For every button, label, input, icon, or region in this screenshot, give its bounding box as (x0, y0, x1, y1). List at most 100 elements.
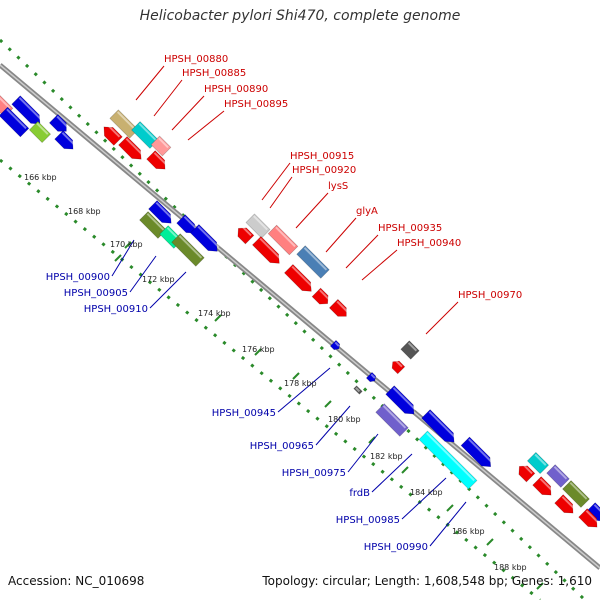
ruler-lines (0, 38, 587, 600)
gene-feature (150, 135, 172, 157)
gene-feature (375, 403, 409, 437)
gene-shine (428, 411, 457, 439)
gene-shape (237, 227, 255, 245)
gene-label-leader (171, 95, 205, 131)
gene-label-text: HPSH_00920 (292, 165, 356, 176)
gene-label: HPSH_00945 (212, 367, 331, 419)
ruler-tick-label: 172 kbp (142, 275, 175, 284)
ruler-tick-label: 170 kbp (110, 240, 143, 249)
gene-label-text: HPSH_00945 (212, 408, 276, 419)
gene-shine (146, 212, 165, 231)
ruler-tick (214, 314, 222, 322)
gene-shape (385, 385, 415, 415)
gene-feature (11, 95, 43, 125)
gene-label-text: HPSH_00890 (204, 84, 268, 95)
gene-label: lysS (295, 181, 348, 229)
gene-feature (148, 200, 174, 224)
gene-shine (183, 216, 198, 230)
gene-label: HPSH_00940 (361, 238, 461, 281)
ruler-tick-label: 176 kbp (242, 345, 275, 354)
gene-shape (131, 121, 159, 149)
gene-shape (421, 409, 455, 443)
ruler-tick (486, 538, 494, 546)
gene-shine (36, 122, 49, 135)
gene-shape (546, 464, 570, 488)
topology-summary: Topology: circular; Length: 1,608,548 bp… (262, 574, 592, 588)
ruler-tick (124, 241, 132, 249)
gene-label: HPSH_00890 (171, 84, 268, 131)
accession-label: Accession: NC_010698 (8, 574, 145, 588)
gene-feature (562, 480, 590, 508)
ruler-line (0, 38, 587, 600)
gene-shine (355, 387, 361, 393)
gene-label: HPSH_00885 (153, 68, 246, 117)
gene-shape (329, 339, 341, 351)
gene-shine (61, 132, 76, 146)
gene-label-leader (149, 271, 187, 309)
ruler-tick-label: 174 kbp (198, 309, 231, 318)
gene-shine (534, 453, 547, 466)
gene-shine (138, 122, 157, 141)
gene-feature (139, 211, 167, 239)
gene-shine (106, 124, 121, 138)
gene-label-leader (295, 192, 329, 229)
gene-shine (334, 341, 340, 347)
gene-feature (146, 150, 168, 170)
gene-feature (578, 508, 600, 528)
gene-feature (267, 224, 299, 256)
gene-shine (426, 432, 475, 482)
gene-label-text: HPSH_00880 (164, 54, 228, 65)
gene-shape (103, 126, 123, 146)
gene-label-leader (129, 255, 157, 293)
gene-shine (197, 225, 220, 248)
ruler-tick (254, 348, 262, 356)
gene-shine (585, 510, 600, 524)
gene-label: glyA (325, 206, 378, 253)
gene-shape (11, 95, 41, 125)
gene-shape (267, 224, 299, 256)
gene-label-text: lysS (328, 181, 348, 192)
genome-backbone (0, 63, 600, 570)
gene-shine (561, 496, 576, 510)
gene-label: HPSH_00970 (425, 290, 522, 335)
gene-shape (375, 403, 409, 437)
gene-shine (291, 265, 314, 288)
gene-feature (554, 494, 576, 514)
gene-shape (311, 287, 329, 305)
gene-feature (518, 463, 536, 483)
gene-shine (158, 137, 169, 149)
gene-label-leader (325, 217, 357, 253)
gene-shape (526, 451, 550, 475)
gene-shape (118, 136, 142, 160)
gene-label-text: HPSH_00990 (364, 542, 428, 553)
gene-label: HPSH_00990 (364, 501, 467, 553)
gene-shape (400, 340, 420, 360)
gene-label: HPSH_00900 (46, 239, 135, 283)
gene-shape (0, 106, 30, 138)
gene-shine (522, 463, 533, 475)
gene-shape (296, 245, 330, 279)
gene-feature (532, 476, 554, 496)
gene-label-text: HPSH_00905 (64, 288, 128, 299)
gene-feature (109, 109, 139, 139)
ruler-tick-label: 188 kbp (494, 563, 527, 572)
gene-shape (171, 233, 205, 267)
gene-shape (284, 264, 312, 292)
gene-shape (328, 298, 347, 317)
gene-shine (539, 478, 554, 492)
gene-feature (103, 124, 123, 146)
ruler-tick (401, 466, 409, 474)
ruler-tick-label: 166 kbp (24, 173, 57, 182)
gene-features (0, 86, 600, 528)
gene-shine (56, 115, 69, 128)
gene-shine (553, 466, 568, 480)
gene-label: HPSH_00920 (269, 165, 356, 209)
gene-feature (118, 136, 144, 160)
gene-shape (148, 200, 172, 224)
gene-label-leader (347, 433, 379, 473)
ruler-tick (292, 372, 300, 380)
gene-shape (418, 430, 478, 490)
gene-label: HPSH_00910 (84, 271, 187, 315)
ruler-tick (536, 582, 544, 590)
gene-shape (28, 120, 52, 144)
